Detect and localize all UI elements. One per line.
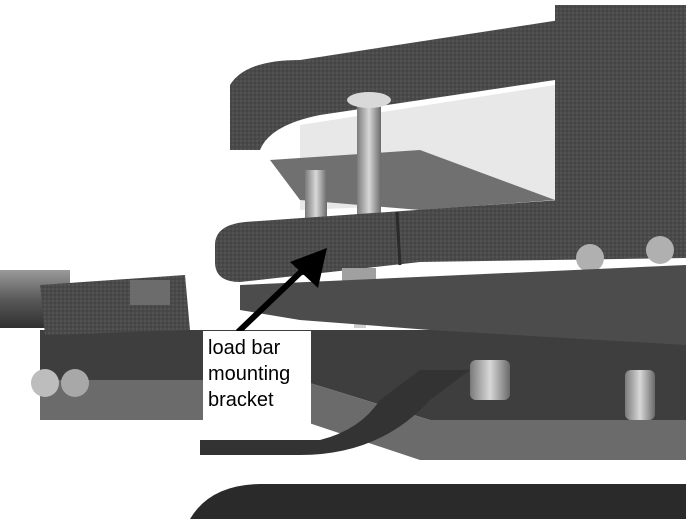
lower-rail	[40, 330, 686, 420]
right-washer-1	[576, 244, 604, 272]
cylinder-right-1	[470, 360, 510, 400]
bracket-seam	[395, 211, 402, 266]
pin-secondary	[305, 170, 327, 230]
tire	[190, 484, 686, 519]
inner-plate	[270, 150, 555, 210]
pin-main-cap	[347, 92, 391, 108]
load-bar-bracket-plate	[215, 200, 686, 282]
callout-line-1: load bar	[208, 337, 281, 359]
callout-line-3: bracket	[208, 389, 274, 411]
under-rail	[240, 265, 686, 345]
callout-arrow-shaft	[235, 265, 308, 335]
bolt-left-2	[61, 369, 89, 397]
bolt-left-1	[31, 369, 59, 397]
pin-main	[357, 100, 381, 215]
callout-label: load bar mounting bracket	[203, 331, 311, 437]
left-bracket-slot	[130, 280, 170, 305]
callout-line-2: mounting	[208, 363, 291, 385]
right-washer-2	[646, 236, 674, 264]
cylinder-right-2	[625, 370, 655, 420]
callout-arrow-head	[290, 248, 327, 288]
lower-hanger	[200, 370, 470, 455]
